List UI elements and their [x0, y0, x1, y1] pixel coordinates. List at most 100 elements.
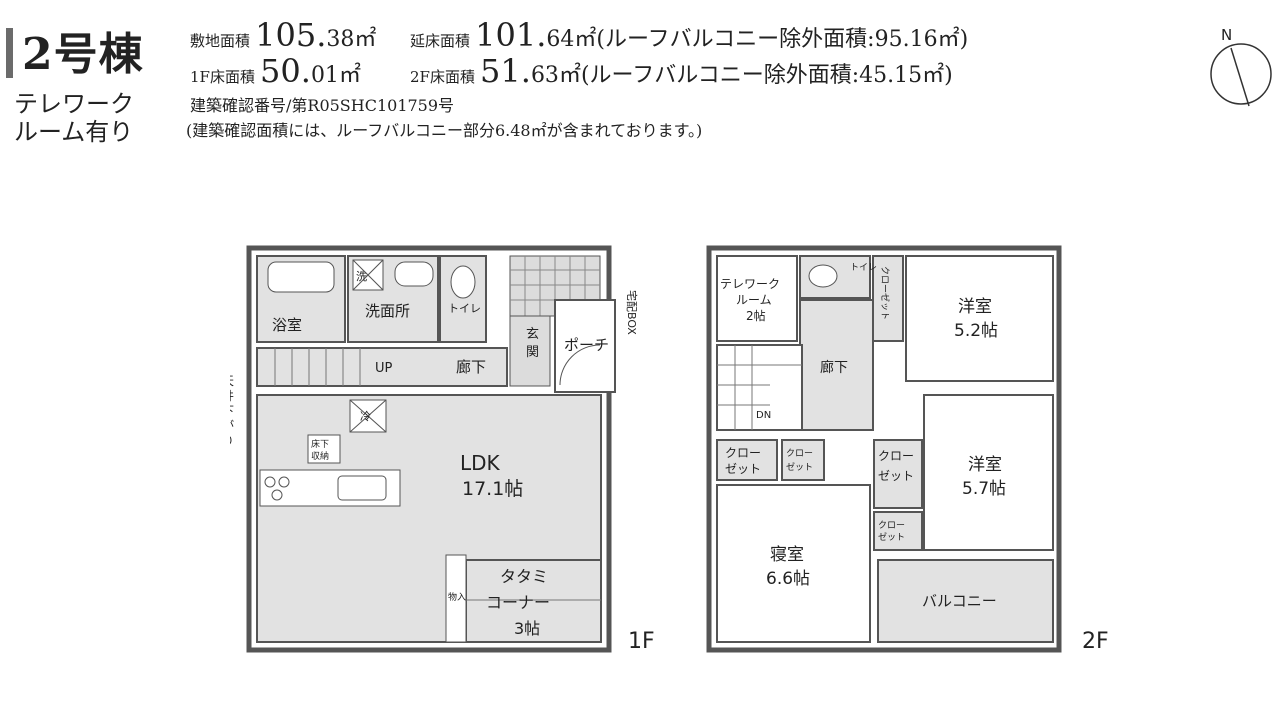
underfloor-label-1: 床下 [311, 438, 329, 450]
title-accent-bar [6, 28, 13, 78]
compass-north-label: N [1221, 26, 1232, 44]
bathtub-icon [267, 261, 335, 293]
ldk-size: 17.1帖 [462, 478, 523, 500]
closet-room-b-label-2: ゼット [878, 469, 914, 483]
underfloor-label-2: 収納 [311, 450, 329, 462]
site-area-dec: 38 [326, 27, 355, 52]
telework-room [716, 255, 798, 342]
closet-bedroom [716, 439, 778, 481]
balcony-label: バルコニー [922, 592, 997, 610]
closet-room-b [873, 439, 923, 509]
toilet-icon [808, 264, 838, 288]
western-room-a [905, 255, 1054, 382]
ceiling-label-2: 井 [230, 389, 234, 403]
toilet-icon [450, 265, 476, 299]
bedroom [716, 484, 871, 643]
stair-treads [274, 348, 361, 386]
room-b-size: 5.7帖 [962, 479, 1006, 499]
floor2-area-dec: 63 [530, 63, 559, 88]
closet-vertical-label: クローゼット [879, 266, 891, 320]
total-floor-area: 延床面積 101.64㎡(ルーフバルコニー除外面積:95.16㎡) [410, 16, 968, 54]
bedroom-label: 寝室 [770, 544, 804, 565]
closet-label-2: ゼット [725, 462, 761, 476]
sink-icon [337, 475, 387, 501]
closet-vertical [872, 255, 904, 342]
closet-room-b-label-1: クロー [878, 449, 914, 463]
floor2-area: 2F床面積 51.63㎡(ルーフバルコニー除外面積:45.15㎡) [410, 52, 953, 90]
closet-b-label-2: ゼット [878, 531, 905, 543]
site-area-label: 敷地面積 [190, 32, 251, 50]
floor1-area: 1F床面積 50.01㎡ [190, 52, 361, 90]
closet-small-label-1: クロー [786, 448, 813, 459]
washer-label: 洗 [356, 270, 367, 283]
fridge-label: 冷 [360, 410, 371, 423]
genkan-floor [509, 315, 551, 387]
tatami-label-2: コーナー [486, 593, 550, 612]
telework-label-1: テレワーク [720, 277, 780, 291]
floor2-area-label: 2F床面積 [410, 68, 475, 86]
underfloor-storage [307, 434, 341, 464]
floor2-area-int: 51. [480, 52, 531, 90]
porch-label: ポーチ [564, 336, 609, 354]
porch-area [554, 299, 616, 393]
compass: N [1210, 26, 1272, 107]
permit-number: 建築確認番号/第R05SHC101759号 [190, 96, 455, 115]
closet-room-b-small [873, 511, 923, 551]
porch-door-swing [559, 344, 601, 386]
permit-note: (建築確認面積には、ルーフバルコニー部分6.48㎡が含まれております。) [186, 121, 703, 140]
washbasin-icon [394, 261, 434, 287]
stove-burner-icon [278, 476, 290, 488]
closet-label-1: クロー [725, 446, 761, 460]
building-title: 2号棟 [22, 29, 144, 80]
toilet-label: トイレ [448, 302, 481, 315]
toilet-label-2f: トイレ [850, 263, 877, 273]
floor1-area-label: 1F床面積 [190, 68, 255, 86]
floor1-hall [256, 347, 508, 387]
washroom-label: 洗面所 [365, 302, 410, 320]
site-area-unit: ㎡ [354, 27, 377, 52]
floor1-area-unit: ㎡ [338, 63, 361, 88]
room-a-size: 5.2帖 [954, 321, 998, 341]
floor1-area-dec: 01 [310, 63, 339, 88]
floor1-label: 1F [628, 629, 655, 654]
ceiling-label-1: 天 [230, 374, 234, 388]
floor2-hall [799, 299, 874, 431]
washer-cross-b [352, 259, 384, 291]
total-floor-label: 延床面積 [410, 32, 471, 50]
delivery-box-label: 宅配BOX [625, 290, 639, 335]
entrance-label-2: 関 [526, 345, 539, 360]
dn-label: DN [756, 410, 771, 421]
room-a-label: 洋室 [958, 297, 992, 317]
hall-label-1f: 廊下 [456, 358, 486, 376]
tatami-size: 3帖 [514, 619, 540, 638]
bath-label: 浴室 [272, 316, 302, 334]
floor-plan-2f: テレワーク ルーム 2帖 トイレ クローゼット 洋室 5.2帖 廊下 DN クロ… [706, 245, 1109, 654]
hall-label-2f: 廊下 [820, 359, 848, 376]
balcony [877, 559, 1054, 643]
tatami-label-1: タタミ [500, 567, 548, 586]
compass-ring [1210, 43, 1272, 105]
ceiling-label-3: 下 [230, 404, 234, 418]
closet-small-label-2: ゼット [786, 461, 813, 473]
closet-small [781, 439, 825, 481]
feature-line-2: ルーム有り [14, 118, 134, 146]
entrance-label-1: 玄 [526, 327, 539, 342]
stove-burner-icon [271, 489, 283, 501]
stair-treads-2f [717, 345, 802, 430]
fridge-cross-b [349, 399, 387, 433]
floor1-area-int: 50. [260, 52, 311, 90]
stairwell [716, 344, 803, 431]
ceiling-label-5: り [230, 434, 234, 448]
total-floor-dec: 64 [546, 27, 575, 52]
room-b-label: 洋室 [968, 455, 1002, 475]
floor-plan-1f: 浴室 洗面所 洗 トイレ 玄 関 ポーチ 宅配BOX UP 廊下 天 井 下 が… [230, 245, 655, 654]
total-floor-int: 101. [475, 16, 547, 54]
stove-burner-icon [264, 476, 276, 488]
western-room-b [923, 394, 1054, 551]
feature-line-1: テレワーク [14, 90, 134, 118]
floor2-label: 2F [1082, 629, 1109, 654]
site-area: 敷地面積 105.38㎡ [190, 16, 376, 54]
total-floor-extra: ㎡(ルーフバルコニー除外面積:95.16㎡) [574, 27, 969, 52]
floor2-area-extra: ㎡(ルーフバルコニー除外面積:45.15㎡) [558, 63, 953, 88]
up-label: UP [375, 361, 393, 376]
